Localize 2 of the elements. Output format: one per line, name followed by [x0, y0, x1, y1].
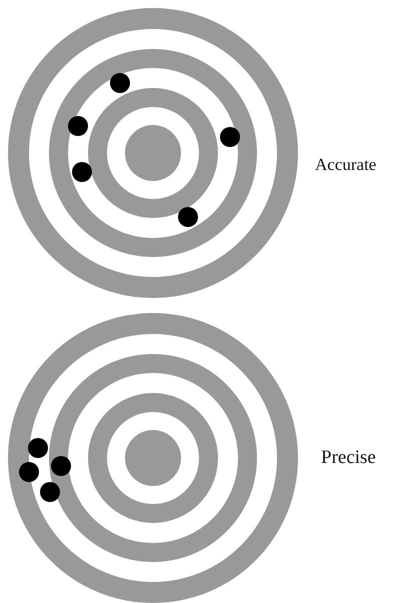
target-label: Accurate	[315, 156, 376, 173]
target-label: Precise	[321, 448, 376, 467]
